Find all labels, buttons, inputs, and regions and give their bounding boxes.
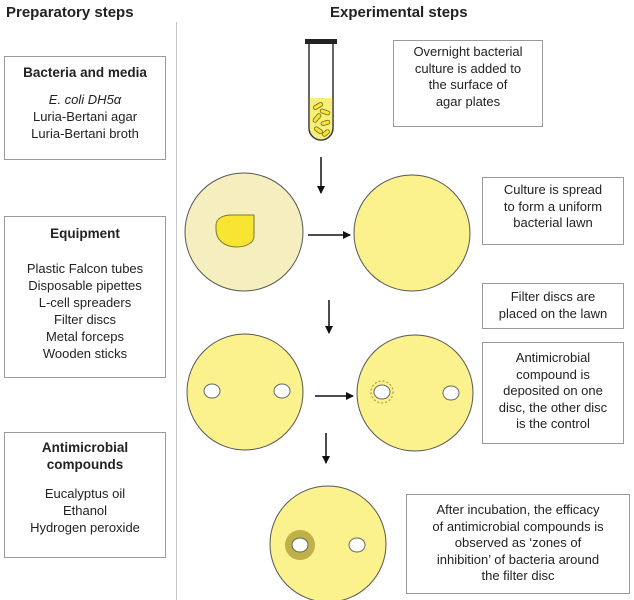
equipment-item: Filter discs xyxy=(53,312,117,327)
equipment-item: Wooden sticks xyxy=(42,346,128,361)
step-5-text: of antimicrobial compounds is xyxy=(432,518,604,534)
step-2-text: bacterial lawn xyxy=(513,215,593,230)
agar-plate-zone-of-inhibition xyxy=(269,485,387,600)
step-4-text: deposited on one xyxy=(503,383,603,398)
step-5-text: After incubation, the efficacy xyxy=(436,502,600,517)
step-5-text: inhibition’ of bacteria around xyxy=(436,551,600,567)
step-1-text: Overnight bacterial xyxy=(413,44,523,59)
equipment-item: L-cell spreaders xyxy=(38,295,132,310)
agar-plate-with-culture-drop xyxy=(184,172,304,292)
bacteria-media-title: Bacteria and media xyxy=(23,65,147,80)
equipment-item: Disposable pipettes xyxy=(28,278,142,293)
step-5-box: After incubation, the efficacy of antimi… xyxy=(406,494,630,594)
compound-item: Ethanol xyxy=(62,503,108,518)
step-3-text: Filter discs are xyxy=(510,289,596,304)
experimental-steps-header: Experimental steps xyxy=(330,4,468,21)
step-1-text: agar plates xyxy=(435,93,501,109)
step-5-text: the filter disc xyxy=(481,568,555,583)
step-3-box: Filter discs are placed on the lawn xyxy=(482,283,624,329)
equipment-item: Plastic Falcon tubes xyxy=(26,261,144,276)
column-divider xyxy=(176,22,177,600)
step-5-text: observed as ‘zones of xyxy=(454,535,582,550)
preparatory-steps-header: Preparatory steps xyxy=(6,4,134,21)
step-2-box: Culture is spread to form a uniform bact… xyxy=(482,177,624,245)
step-4-text: Antimicrobial xyxy=(515,350,591,365)
compounds-box: Antimicrobial compounds Eucalyptus oil E… xyxy=(4,432,166,558)
step-2-text: to form a uniform xyxy=(503,198,603,214)
bacteria-item: E. coli DH5α xyxy=(48,92,122,107)
bacteria-item: Luria-Bertani agar xyxy=(32,109,138,124)
test-tube-icon xyxy=(305,39,337,141)
step-3-text: placed on the lawn xyxy=(498,305,608,321)
step-1-box: Overnight bacterial culture is added to … xyxy=(393,40,543,127)
step-1-text: culture is added to xyxy=(414,60,522,76)
step-2-text: Culture is spread xyxy=(503,182,603,197)
step-1-text: the surface of xyxy=(428,77,508,92)
equipment-box: Equipment Plastic Falcon tubes Disposabl… xyxy=(4,216,166,378)
bacteria-item: Luria-Bertani broth xyxy=(31,126,139,141)
step-4-text: is the control xyxy=(516,416,590,431)
agar-plate-with-filter-discs xyxy=(186,333,304,451)
compound-item: Hydrogen peroxide xyxy=(30,520,140,535)
compounds-title: Antimicrobial xyxy=(41,440,129,455)
agar-plate-lawn xyxy=(353,174,471,292)
compounds-title: compounds xyxy=(46,457,124,472)
step-4-text: disc, the other disc xyxy=(498,399,608,415)
agar-plate-compound-deposited xyxy=(356,334,474,452)
bacteria-media-box: Bacteria and media E. coli DH5α Luria-Be… xyxy=(4,56,166,160)
compound-item: Eucalyptus oil xyxy=(44,486,126,501)
step-4-text: compound is xyxy=(516,366,590,382)
step-4-box: Antimicrobial compound is deposited on o… xyxy=(482,342,624,444)
equipment-title: Equipment xyxy=(50,226,120,241)
equipment-item: Metal forceps xyxy=(45,329,125,344)
